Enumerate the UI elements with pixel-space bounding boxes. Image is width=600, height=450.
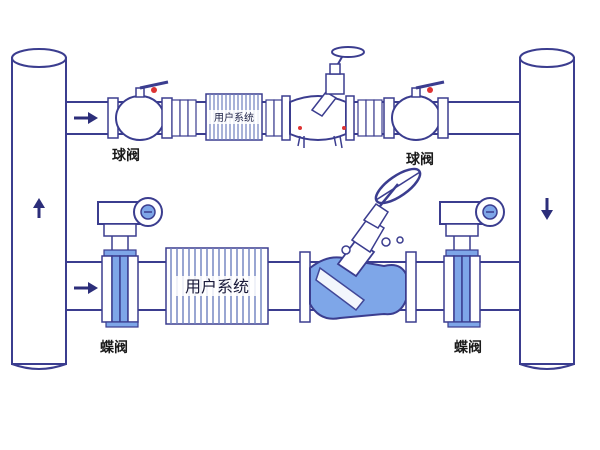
ball-valve-right bbox=[357, 80, 449, 141]
butterfly-valve-left-label: 蝶阀 bbox=[100, 339, 128, 356]
butterfly-valve-left bbox=[97, 197, 163, 328]
balancing-valve-top bbox=[265, 46, 365, 149]
butterfly-valve-right bbox=[439, 197, 505, 328]
user-system-top-label: 用户系统 bbox=[214, 111, 254, 124]
right-riser-flow-arrow-icon bbox=[541, 198, 553, 220]
left-riser-flow-arrow-icon bbox=[33, 198, 45, 218]
top-flow-arrow-icon bbox=[74, 112, 98, 124]
user-system-bottom: 用户系统 bbox=[165, 247, 269, 325]
balancing-valve-bottom bbox=[299, 167, 422, 323]
user-system-top: 用户系统 bbox=[205, 93, 263, 141]
ball-valve-right-label: 球阀 bbox=[406, 151, 434, 168]
left-riser-pipe bbox=[11, 48, 67, 370]
ball-valve-left bbox=[107, 80, 197, 141]
ball-valve-left-label: 球阀 bbox=[112, 147, 140, 164]
butterfly-valve-right-label: 蝶阀 bbox=[454, 339, 482, 356]
user-system-bottom-label: 用户系统 bbox=[185, 277, 249, 296]
bottom-flow-arrow-icon bbox=[74, 282, 98, 294]
